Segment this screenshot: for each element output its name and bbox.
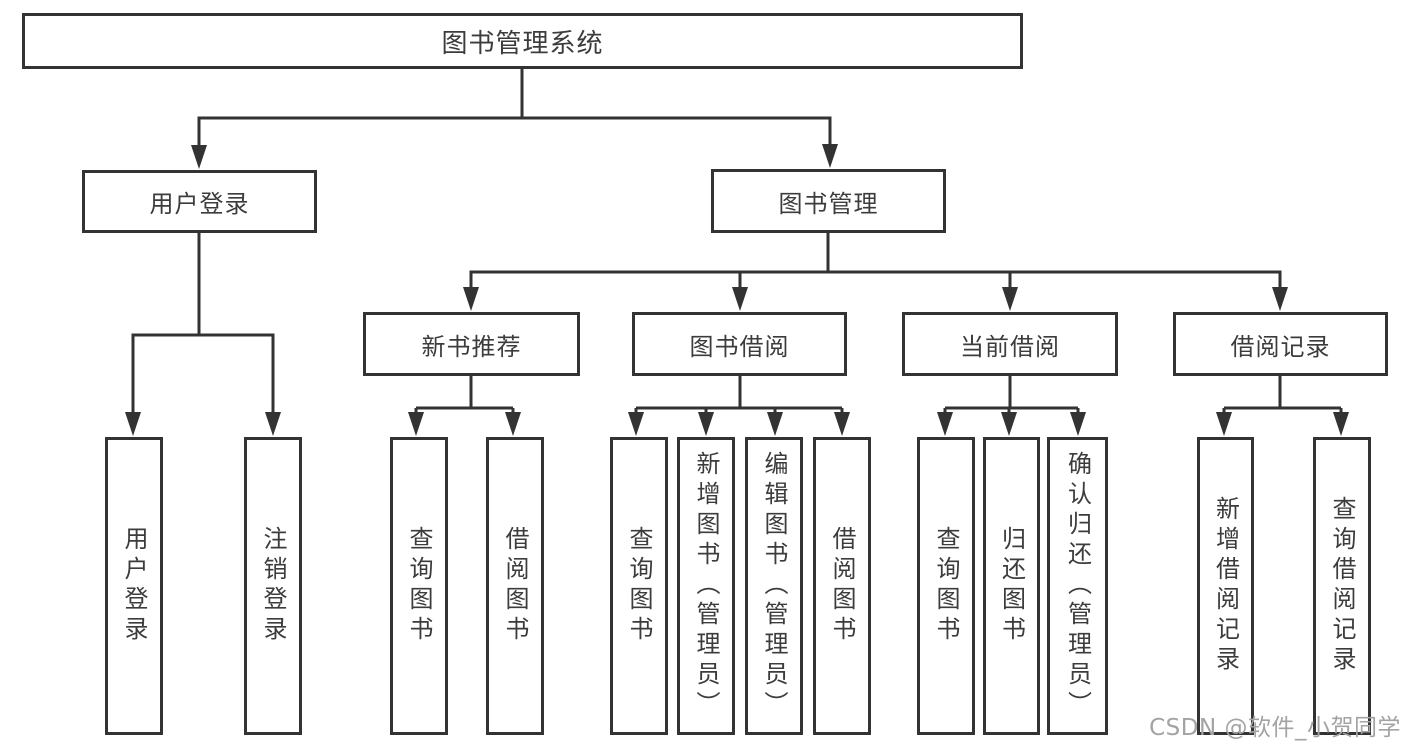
- leaf-label: 借阅图书: [828, 526, 856, 646]
- leaf-label: 查询图书: [405, 526, 433, 646]
- leaf-label: 查询图书: [932, 526, 960, 646]
- leaf-add-book-admin: 新增图书（管理员）: [677, 437, 735, 735]
- leaf-borrow-book-recommend: 借阅图书: [486, 437, 544, 735]
- leaf-add-borrow-record: 新增借阅记录: [1197, 437, 1254, 735]
- arrowhead-icon: [125, 412, 141, 436]
- node-borrow-records: 借阅记录: [1173, 312, 1388, 376]
- leaf-borrow-book: 借阅图书: [813, 437, 871, 735]
- leaf-label: 新增图书（管理员）: [692, 451, 720, 721]
- node-new-book-recommend: 新书推荐: [363, 312, 580, 376]
- arrowhead-icon: [1272, 287, 1288, 311]
- arrowhead-icon: [265, 412, 281, 436]
- leaf-label: 编辑图书（管理员）: [760, 451, 788, 721]
- arrowhead-icon: [1001, 412, 1017, 436]
- arrowhead-icon: [937, 412, 953, 436]
- arrowhead-icon: [1002, 287, 1018, 311]
- arrowhead-icon: [1333, 412, 1349, 436]
- arrowhead-icon: [191, 145, 207, 169]
- arrowhead-icon: [698, 412, 714, 436]
- leaf-confirm-return-admin: 确认归还（管理员）: [1047, 437, 1108, 735]
- arrowhead-icon: [767, 412, 783, 436]
- arrowhead-icon: [1216, 412, 1232, 436]
- leaf-label: 用户登录: [120, 526, 148, 646]
- leaf-logout-login: 注销登录: [244, 437, 302, 735]
- leaf-query-borrow-record: 查询借阅记录: [1313, 437, 1371, 735]
- leaf-label: 归还图书: [997, 526, 1026, 646]
- leaf-query-book-borrow: 查询图书: [610, 437, 668, 735]
- arrowhead-icon: [628, 412, 644, 436]
- leaf-edit-book-admin: 编辑图书（管理员）: [745, 437, 803, 735]
- node-book-mgmt: 图书管理: [711, 169, 946, 233]
- leaf-label: 注销登录: [259, 526, 287, 646]
- leaf-label: 新增借阅记录: [1211, 496, 1240, 676]
- arrowhead-icon: [463, 287, 479, 311]
- leaf-label: 查询借阅记录: [1328, 496, 1356, 676]
- arrowhead-icon: [732, 287, 748, 311]
- leaf-return-book: 归还图书: [983, 437, 1040, 735]
- leaf-label: 借阅图书: [501, 526, 529, 646]
- arrowhead-icon: [834, 412, 850, 436]
- node-book-borrow: 图书借阅: [632, 312, 847, 376]
- arrowhead-icon: [822, 144, 838, 168]
- leaf-label: 确认归还（管理员）: [1063, 451, 1092, 721]
- arrowhead-icon: [1070, 412, 1086, 436]
- node-user-login: 用户登录: [82, 170, 317, 233]
- leaf-label: 查询图书: [625, 526, 653, 646]
- node-root: 图书管理系统: [22, 13, 1023, 69]
- arrowhead-icon: [505, 412, 521, 436]
- node-current-borrow: 当前借阅: [902, 312, 1118, 376]
- leaf-query-book-current: 查询图书: [917, 437, 975, 735]
- csdn-watermark: CSDN @软件_小贺同学: [1149, 715, 1401, 741]
- leaf-user-login: 用户登录: [105, 437, 163, 735]
- leaf-query-book-recommend: 查询图书: [390, 437, 448, 735]
- arrowhead-icon: [408, 412, 424, 436]
